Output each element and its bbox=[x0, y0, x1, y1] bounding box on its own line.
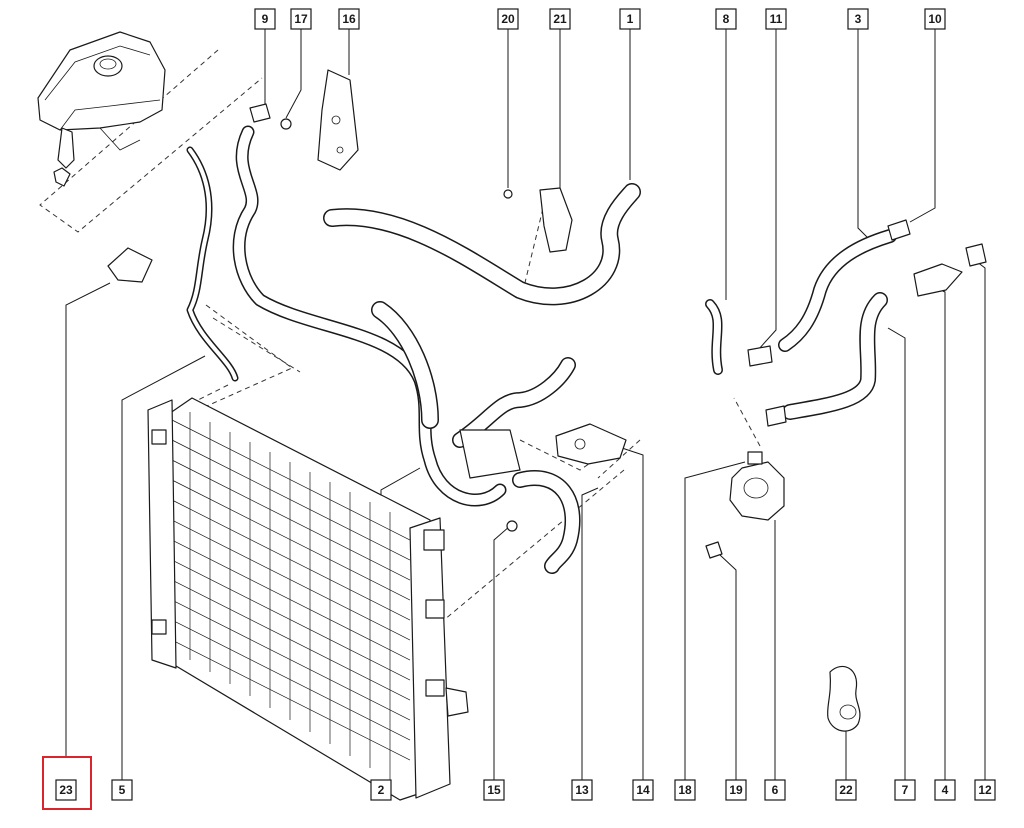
label-10[interactable]: 10 bbox=[924, 8, 946, 30]
label-17[interactable]: 17 bbox=[290, 8, 312, 30]
label-23[interactable]: 23 bbox=[55, 779, 77, 801]
svg-text:7: 7 bbox=[902, 783, 909, 797]
radiator bbox=[147, 397, 469, 801]
label-13[interactable]: 13 bbox=[571, 779, 593, 801]
label-15[interactable]: 15 bbox=[483, 779, 505, 801]
svg-text:10: 10 bbox=[928, 12, 942, 26]
svg-text:22: 22 bbox=[839, 783, 853, 797]
label-4[interactable]: 4 bbox=[934, 779, 956, 801]
svg-text:3: 3 bbox=[855, 12, 862, 26]
label-7[interactable]: 7 bbox=[894, 779, 916, 801]
svg-text:17: 17 bbox=[294, 12, 308, 26]
svg-text:1: 1 bbox=[627, 12, 634, 26]
label-11[interactable]: 11 bbox=[765, 8, 787, 30]
label-1[interactable]: 1 bbox=[619, 8, 641, 30]
svg-text:9: 9 bbox=[262, 12, 269, 26]
svg-text:11: 11 bbox=[770, 12, 783, 26]
label-18[interactable]: 18 bbox=[674, 779, 696, 801]
svg-text:12: 12 bbox=[978, 783, 992, 797]
label-8[interactable]: 8 bbox=[715, 8, 737, 30]
label-14[interactable]: 14 bbox=[632, 779, 654, 801]
svg-text:18: 18 bbox=[678, 783, 692, 797]
svg-text:4: 4 bbox=[942, 783, 949, 797]
reference-labels: 9 17 16 20 21 1 8 11 3 10 23 5 2 15 13 1… bbox=[42, 8, 996, 810]
label-21[interactable]: 21 bbox=[549, 8, 571, 30]
label-2[interactable]: 2 bbox=[370, 779, 392, 801]
svg-text:14: 14 bbox=[636, 783, 650, 797]
svg-text:16: 16 bbox=[342, 12, 356, 26]
label-12[interactable]: 12 bbox=[974, 779, 996, 801]
hoses bbox=[186, 125, 897, 574]
svg-text:20: 20 bbox=[501, 12, 515, 26]
svg-text:23: 23 bbox=[59, 783, 73, 797]
svg-text:2: 2 bbox=[378, 783, 385, 797]
label-3[interactable]: 3 bbox=[847, 8, 869, 30]
svg-text:15: 15 bbox=[487, 783, 501, 797]
label-20[interactable]: 20 bbox=[497, 8, 519, 30]
svg-text:8: 8 bbox=[723, 12, 730, 26]
label-19[interactable]: 19 bbox=[725, 779, 747, 801]
svg-text:5: 5 bbox=[119, 783, 126, 797]
svg-text:6: 6 bbox=[772, 783, 779, 797]
selected-label-highlight bbox=[42, 756, 92, 810]
expansion-tank bbox=[37, 31, 166, 187]
small-parts bbox=[107, 69, 987, 732]
svg-text:19: 19 bbox=[729, 783, 743, 797]
svg-text:13: 13 bbox=[575, 783, 589, 797]
label-5[interactable]: 5 bbox=[111, 779, 133, 801]
label-9[interactable]: 9 bbox=[254, 8, 276, 30]
svg-text:21: 21 bbox=[553, 12, 567, 26]
label-16[interactable]: 16 bbox=[338, 8, 360, 30]
label-6[interactable]: 6 bbox=[764, 779, 786, 801]
label-22[interactable]: 22 bbox=[835, 779, 857, 801]
